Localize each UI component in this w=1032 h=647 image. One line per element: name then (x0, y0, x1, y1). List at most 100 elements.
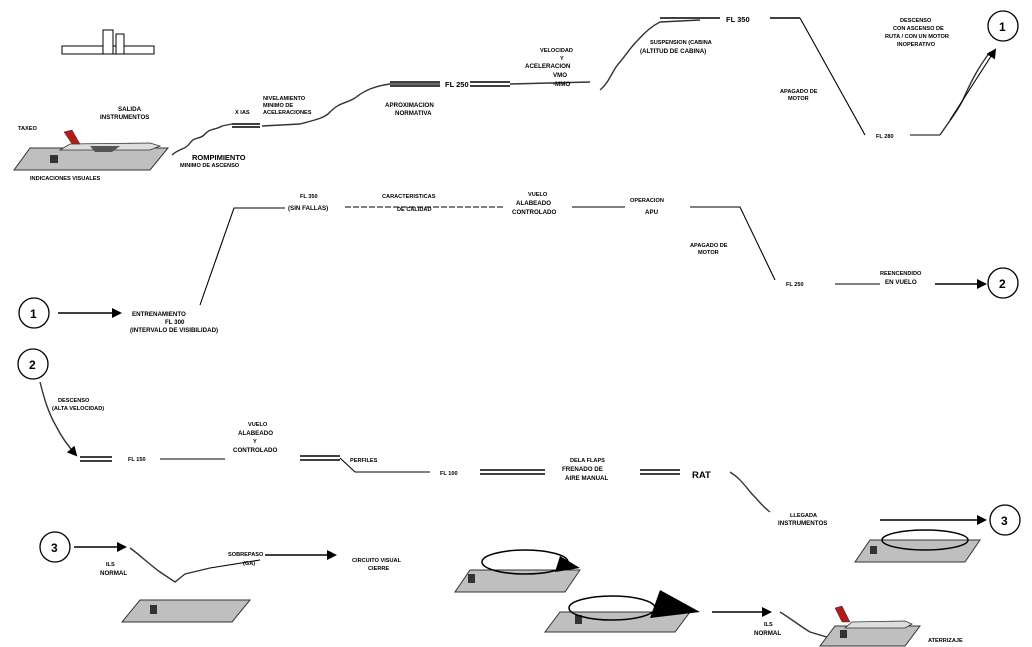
ils-label: ILS (106, 562, 115, 568)
apagado-row2-2-label: MOTOR (698, 250, 719, 256)
landing-path (779, 611, 831, 639)
connector-circle-3-left: 3 (39, 531, 71, 563)
circuito-label: CIRCUITO VISUAL (352, 558, 402, 564)
ils-2-label: NORMAL (100, 570, 127, 577)
descenso-3-label: RUTA / CON UN MOTOR (885, 34, 949, 40)
connector-circle-2-right: 2 (987, 267, 1019, 299)
level-segment-3 (470, 81, 510, 87)
level-row3-f (640, 469, 680, 475)
climb-path-2 (299, 83, 440, 125)
vuelo-row3-2-label: ALABEADO (238, 430, 273, 437)
velocidad-acel-label: ACELERACION (525, 63, 571, 70)
ils-end-label: ILS (764, 622, 773, 628)
ils-end-2-label: NORMAL (754, 630, 781, 637)
descenso-row3-2-label: (ALTA VELOCIDAD) (52, 406, 104, 412)
climb-path-3 (599, 19, 701, 91)
llegada-label: LLEGADA (790, 513, 817, 519)
runway-circuit-icon-1 (454, 549, 581, 593)
descent-line (799, 17, 866, 136)
step-row3 (339, 457, 400, 473)
caracteristicas-2-label: DE CALIDAD (397, 207, 432, 213)
level-segment (232, 123, 260, 128)
entrenamiento-sub-label: (INTERVALO DE VISIBILIDAD) (130, 327, 218, 334)
descenso-row3-label: DESCENSO (58, 398, 90, 404)
sobrepaso-label: SOBREPASO (228, 552, 264, 558)
velocidad-mmo-label: -MMO (553, 81, 570, 88)
dela-2-label: FRENADO DE (562, 466, 603, 473)
vuelo-label: VUELO (528, 192, 548, 198)
vuelo-3-label: CONTROLADO (512, 209, 557, 216)
descenso-2-label: CON ASCENSO DE (893, 26, 944, 32)
operacion-2-label: APU (645, 209, 659, 216)
descent-row2 (690, 206, 776, 281)
entrenamiento-fl-label: FL 300 (165, 319, 185, 326)
caracteristicas-label: CARACTERISTICAS (382, 194, 436, 200)
dela-label: DELA FLAPS (570, 458, 605, 464)
dela-3-label: AIRE MANUAL (565, 475, 609, 482)
velocidad-y-label: Y (560, 56, 564, 62)
salida-label: SALIDA (118, 106, 142, 113)
connector-circle-1-left: 1 (18, 297, 50, 329)
connector-circle-3-right: 3 (989, 504, 1021, 536)
operacion-label: OPERACION (630, 198, 664, 204)
svg-text:1: 1 (999, 20, 1006, 34)
climb-line-row2 (199, 207, 285, 306)
aircraft-symbol-icon (61, 29, 155, 55)
level-segment-4 (509, 81, 591, 85)
runway-ils-icon (120, 599, 252, 623)
fl-top-label: FL 350 (726, 15, 750, 24)
rompimiento-label: ROMPIMIENTO (192, 153, 246, 162)
fl-right-label: FL 250 (786, 282, 804, 288)
nivelamiento-2-label: MINIMO DE (263, 103, 293, 109)
suspension-2-label: (ALTITUD DE CABINA) (640, 48, 706, 55)
runway-landing-icon (819, 605, 921, 647)
connector-circle-1-top: 1 (987, 10, 1019, 42)
level-row3-c (300, 455, 340, 461)
entrenamiento-label: ENTRENAMIENTO (132, 311, 186, 318)
instrumentos-label: INSTRUMENTOS (100, 114, 149, 121)
svg-text:3: 3 (1001, 514, 1008, 528)
fl-mid-label: FL 100 (440, 471, 458, 477)
aproximacion-label: APROXIMACION (385, 102, 434, 109)
vuelo-2-label: ALABEADO (516, 200, 551, 207)
svg-text:3: 3 (51, 541, 58, 555)
svg-text:1: 1 (30, 307, 37, 321)
vuelo-row3-4-label: CONTROLADO (233, 447, 278, 454)
connector-circle-2-left: 2 (17, 348, 49, 380)
indicaciones-visuales-label: INDICACIONES VISUALES (30, 176, 101, 182)
descent-row3 (39, 381, 78, 457)
velocidad-label: VELOCIDAD (540, 48, 573, 54)
rompimiento-sub-label: MINIMO DE ASCENSO (180, 163, 240, 169)
apagado-row2-label: APAGADO DE (690, 243, 728, 249)
accel-path (261, 123, 301, 127)
nivelamiento-3-label: ACELERACIONES (263, 110, 312, 116)
climb-path (171, 123, 233, 156)
perfiles-label: PERFILES (350, 458, 378, 464)
reencendido-2-label: EN VUELO (885, 279, 917, 286)
climb-arrow (949, 48, 997, 121)
sobrepaso-2-label: (GA) (243, 561, 255, 567)
llegada-2-label: INSTRUMENTOS (778, 520, 827, 527)
runway-takeoff-icon (13, 129, 170, 171)
vuelo-row3-3-label: Y (253, 439, 257, 445)
descenso-4-label: INOPERATIVO (897, 42, 936, 48)
reencendido-label: REENCENDIDO (880, 271, 922, 277)
velocidad-vmo-label: VMO (553, 72, 567, 79)
x-ias-label: X IAS (235, 110, 250, 116)
descenso-label: DESCENSO (900, 18, 932, 24)
fl-sub-label: FL 350 (300, 194, 318, 200)
approach-path (129, 547, 211, 583)
runway-hold-icon (854, 529, 981, 563)
rat-label: RAT (692, 470, 711, 481)
taxeo-label: TAXEO (18, 126, 38, 132)
climb-return (939, 51, 991, 136)
nivelamiento-label: NIVELAMIENTO (263, 96, 306, 102)
apagado-label: APAGADO DE (780, 89, 818, 95)
fl-low-label: FL 280 (876, 134, 894, 140)
circuito-2-label: CIERRE (368, 566, 389, 572)
aproximacion-2-label: NORMATIVA (395, 110, 432, 117)
goaround-line (209, 559, 261, 569)
suspension-label: SUSPENSION (CABINA (650, 40, 712, 46)
fl-sub-2-label: (SIN FALLAS) (288, 205, 328, 212)
